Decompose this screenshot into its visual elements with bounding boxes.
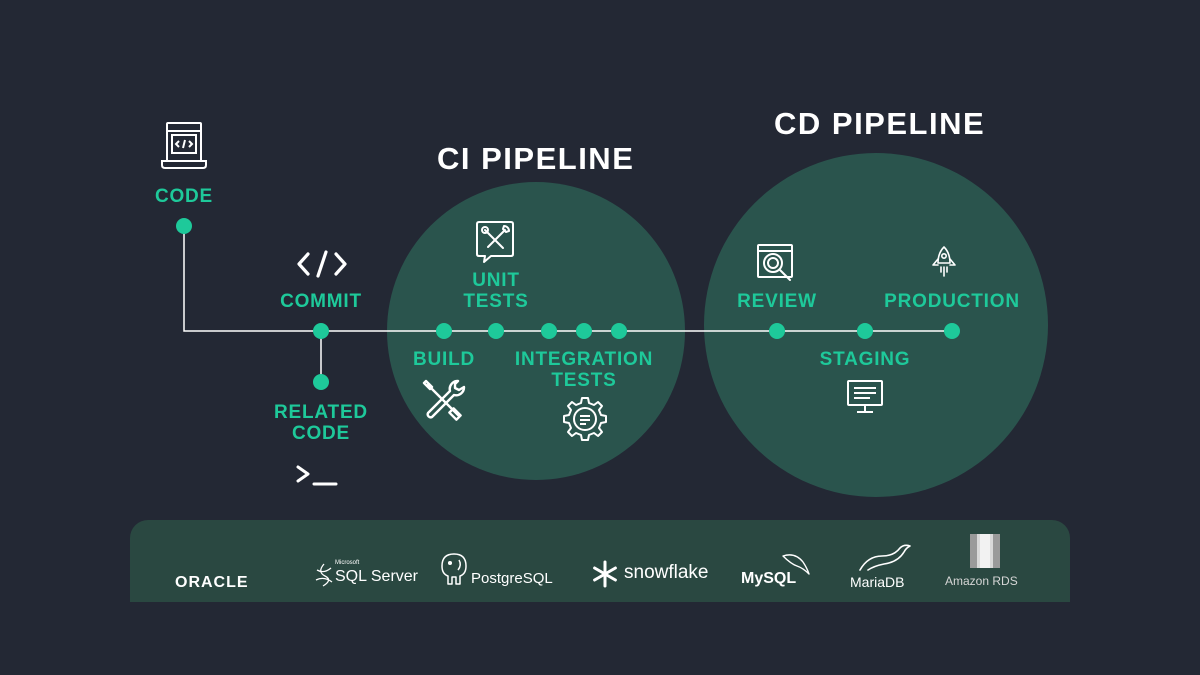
integration-node-3: [611, 323, 627, 339]
database-logos-bar: [130, 520, 1070, 602]
rocket-icon: [932, 246, 956, 277]
code-label: CODE: [154, 186, 214, 207]
code-brackets-icon: [297, 250, 347, 278]
integration-node-1: [541, 323, 557, 339]
sql-server-small-text: Microsoft: [335, 560, 360, 566]
review-node: [769, 323, 785, 339]
unit-tests-node: [488, 323, 504, 339]
mysql-logo: MySQL: [741, 552, 817, 590]
search-page-icon: [757, 244, 793, 281]
tools-chat-icon: [476, 221, 514, 263]
integration-node-2: [576, 323, 592, 339]
amazon-rds-cylinder-icon: [970, 534, 1000, 568]
related-code-label-line2: CODE: [291, 423, 351, 444]
cd-pipeline-circle: [704, 153, 1048, 497]
mariadb-logo: MariaDB: [850, 542, 920, 592]
review-label: REVIEW: [737, 291, 817, 312]
unit-tests-label-line1: UNIT: [472, 270, 520, 291]
snowflake-icon: [593, 560, 617, 588]
integration-tests-label: INTEGRATION TESTS: [499, 349, 669, 391]
sql-server-mark-icon: [315, 563, 333, 587]
related-code-node: [313, 374, 329, 390]
mysql-dolphin-icon: [782, 554, 810, 575]
postgresql-logo: PostgreSQL: [439, 552, 569, 588]
commit-label: COMMIT: [280, 291, 362, 312]
wrench-screwdriver-icon: [422, 379, 466, 421]
snowflake-logo: snowflake: [591, 558, 721, 590]
code-connector-line: [183, 226, 952, 332]
production-label: PRODUCTION: [884, 291, 1020, 312]
staging-node: [857, 323, 873, 339]
build-label: BUILD: [412, 349, 476, 370]
ci-pipeline-title: CI PIPELINE: [437, 141, 635, 176]
unit-tests-label: UNIT TESTS: [446, 270, 546, 312]
laptop-code-icon: [161, 122, 207, 169]
mariadb-seal-icon: [859, 544, 911, 571]
unit-tests-label-line2: TESTS: [463, 291, 529, 312]
gear-chat-icon: [563, 397, 607, 441]
integration-tests-label-line1: INTEGRATION: [514, 349, 654, 370]
related-code-label: RELATED CODE: [251, 402, 391, 444]
staging-label: STAGING: [819, 349, 911, 370]
amazon-rds-text: Amazon RDS: [945, 574, 1018, 588]
related-code-label-line1: RELATED: [274, 402, 368, 423]
build-node: [436, 323, 452, 339]
postgresql-text: PostgreSQL: [471, 570, 553, 587]
cd-pipeline-title: CD PIPELINE: [774, 106, 986, 141]
mysql-text: MySQL: [741, 570, 797, 587]
snowflake-text: snowflake: [624, 562, 709, 583]
oracle-logo: ORACLE: [175, 574, 249, 591]
amazon-rds-logo: Amazon RDS: [943, 532, 1029, 592]
mariadb-text: MariaDB: [850, 574, 905, 590]
terminal-prompt-icon: [296, 465, 338, 486]
production-node: [944, 323, 960, 339]
code-node: [176, 218, 192, 234]
commit-node: [313, 323, 329, 339]
sql-server-text: SQL Server: [335, 568, 418, 585]
monitor-icon: [847, 380, 883, 413]
postgresql-elephant-icon: [441, 553, 467, 585]
integration-tests-label-line2: TESTS: [551, 370, 617, 391]
sql-server-logo: Microsoft SQL Server: [313, 560, 418, 592]
